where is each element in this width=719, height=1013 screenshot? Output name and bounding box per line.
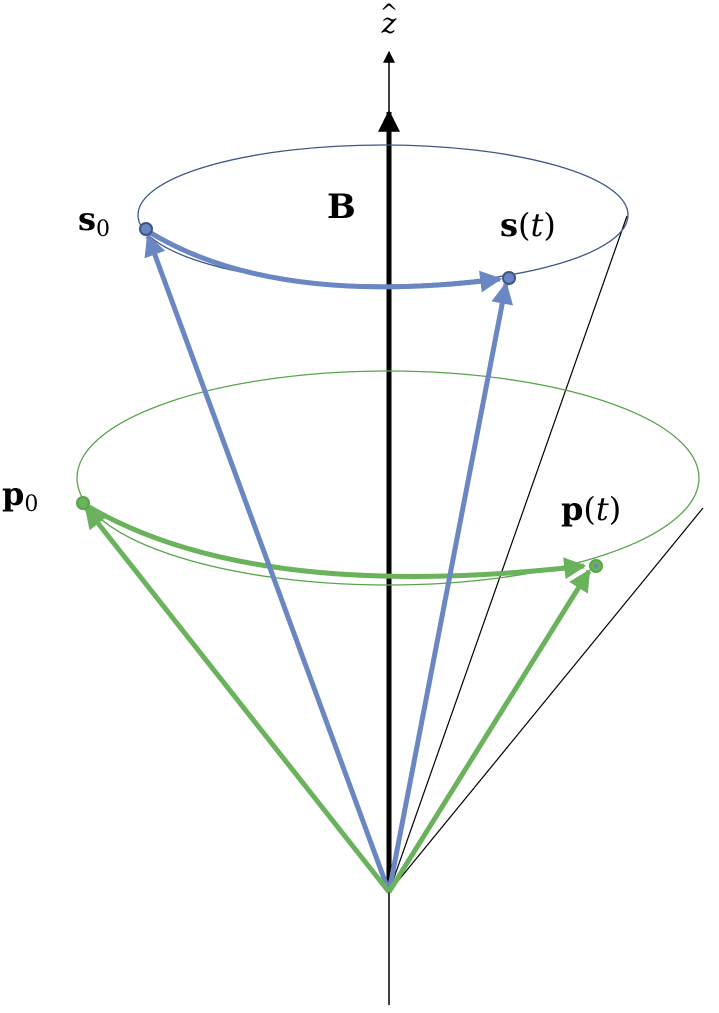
spin-time-label: s(t) bbox=[500, 206, 556, 244]
momentum-precession-circle bbox=[76, 370, 700, 586]
momentum-initial-point bbox=[76, 496, 90, 510]
momentum-time-vector bbox=[386, 569, 592, 894]
momentum-cone-line bbox=[388, 507, 704, 893]
spin-initial-label: s0 bbox=[78, 200, 110, 242]
axis-label-hat: ^ bbox=[380, 1, 398, 26]
spin-time-vector bbox=[386, 281, 514, 893]
momentum-time-label: p(t) bbox=[561, 490, 621, 528]
momentum-initial-vector bbox=[84, 506, 391, 894]
spin-initial-point bbox=[139, 222, 153, 236]
spin-initial-vector bbox=[144, 233, 392, 893]
spin-cone-line bbox=[388, 215, 628, 893]
spin-rotation-arc bbox=[144, 227, 503, 293]
momentum-time-point-center bbox=[594, 564, 598, 568]
momentum-initial-label: p0 bbox=[2, 475, 38, 517]
field-label: B bbox=[327, 187, 356, 227]
spin-time-point bbox=[502, 271, 516, 285]
axis-label: z bbox=[381, 7, 397, 40]
momentum-rotation-arc bbox=[82, 501, 587, 580]
